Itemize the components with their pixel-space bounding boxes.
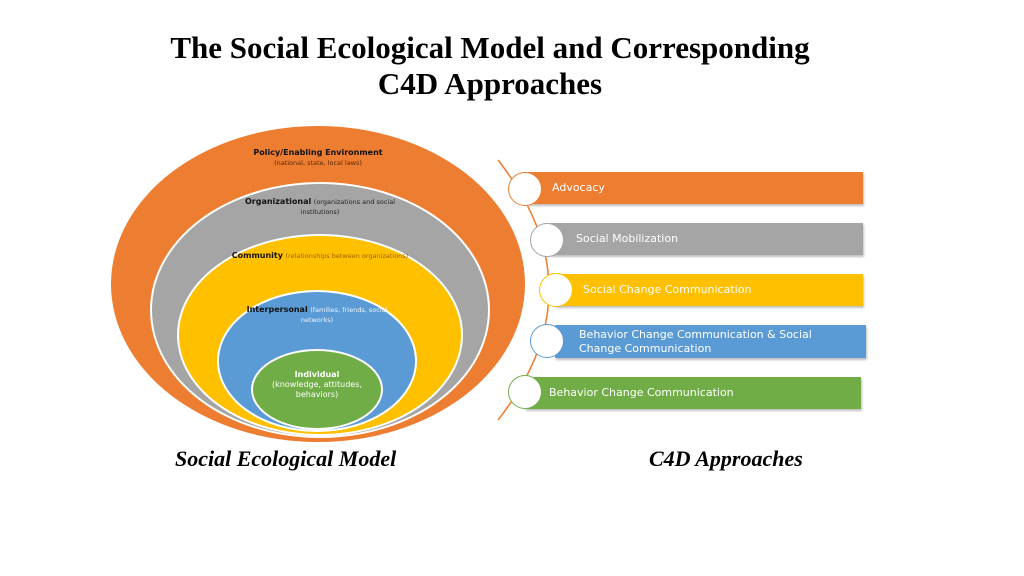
level-name: Individual xyxy=(294,370,340,379)
approach-bar-advocacy[interactable]: Advocacy xyxy=(528,172,863,204)
approach-label: Behavior Change Communication xyxy=(549,386,734,399)
level-name: Organizational xyxy=(244,197,312,206)
level-label-interpersonal: Interpersonal (families, friends, social… xyxy=(245,305,389,325)
level-detail: (knowledge, attitudes, behaviors) xyxy=(272,380,362,399)
approach-bar-bcc-and-scc[interactable]: Behavior Change Communication & Social C… xyxy=(555,325,866,358)
level-name: Interpersonal xyxy=(246,305,308,314)
level-label-community: Community (relationships between organiz… xyxy=(230,251,410,261)
level-name: Policy/Enabling Environment xyxy=(253,148,383,157)
caption-c4d-approaches: C4D Approaches xyxy=(649,446,803,471)
title-line-2: C4D Approaches xyxy=(377,66,603,101)
circle-node-icon xyxy=(539,273,573,307)
level-label-individual: Individual (knowledge, attitudes, behavi… xyxy=(262,370,372,400)
approach-bar-social-change-communication[interactable]: Social Change Communication xyxy=(555,274,863,306)
circle-node-icon xyxy=(508,172,542,206)
approach-bar-social-mobilization[interactable]: Social Mobilization xyxy=(550,223,863,255)
approach-label: Behavior Change Communication & Social C… xyxy=(579,327,812,355)
title-line-1: The Social Ecological Model and Correspo… xyxy=(170,30,810,65)
approach-label: Social Mobilization xyxy=(576,232,679,245)
approach-label: Advocacy xyxy=(552,181,605,194)
ellipse-individual xyxy=(251,349,383,430)
approach-bar-behavior-change-communication[interactable]: Behavior Change Communication xyxy=(525,377,861,409)
page-title: The Social Ecological Model and Correspo… xyxy=(0,30,980,102)
caption-social-ecological-model: Social Ecological Model xyxy=(175,446,397,471)
level-detail: (national, state, local laws) xyxy=(274,159,362,167)
level-detail: (relationships between organizations) xyxy=(285,252,409,260)
circle-node-icon xyxy=(530,223,564,257)
approach-label: Social Change Communication xyxy=(583,283,752,296)
level-label-organizational: Organizational (organizations and social… xyxy=(230,197,410,217)
circle-node-icon xyxy=(530,324,564,358)
level-name: Community xyxy=(231,251,283,260)
level-detail: (organizations and social institutions) xyxy=(300,198,396,216)
circle-node-icon xyxy=(508,375,542,409)
level-label-policy: Policy/Enabling Environment (national, s… xyxy=(216,148,420,168)
level-detail: (families, friends, social networks) xyxy=(300,306,388,324)
